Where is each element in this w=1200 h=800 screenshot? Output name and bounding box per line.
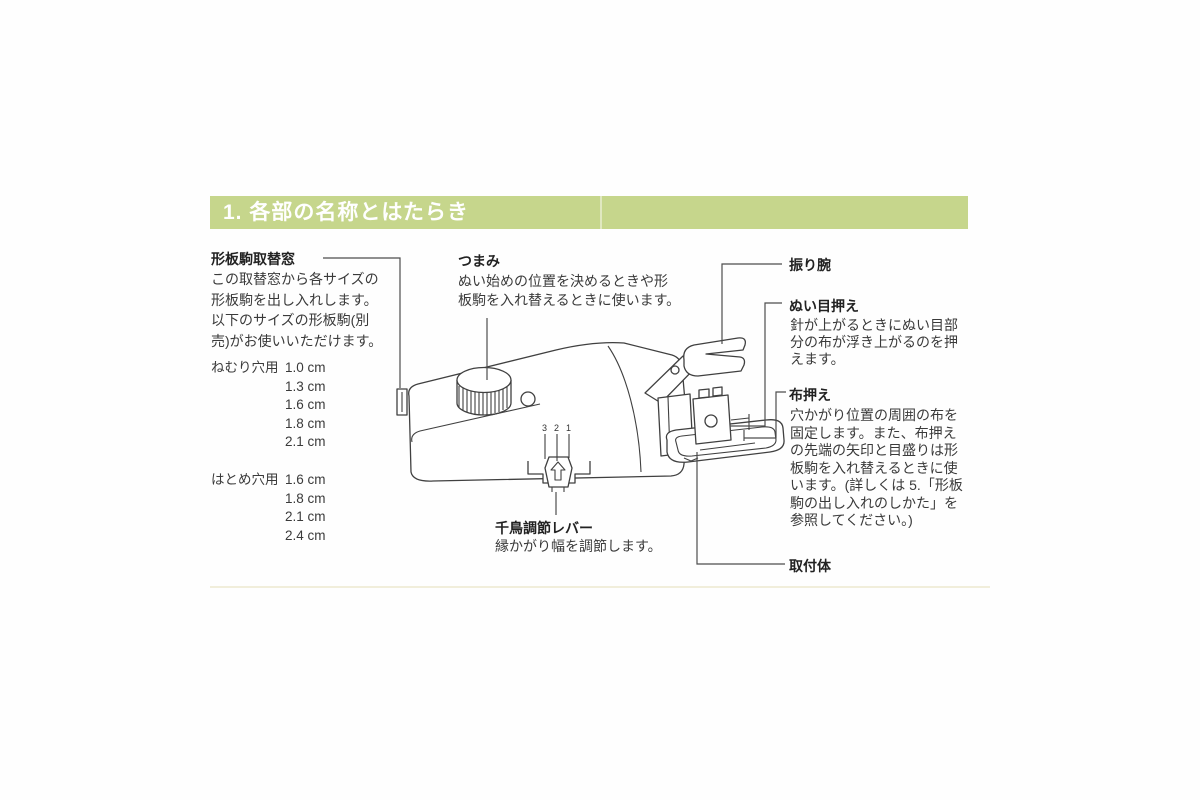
stitch-presser-tab-left xyxy=(698,388,710,399)
scale-ticks xyxy=(544,434,570,461)
size-value: 2.4 cm xyxy=(285,527,326,543)
leader-mounting-body xyxy=(696,452,785,565)
page-bottom-rule xyxy=(210,586,990,588)
needle-clamp-detail xyxy=(683,414,750,462)
size-row: 1.3 cm xyxy=(211,378,326,397)
scale-number-3: 3 xyxy=(542,423,547,433)
size-row: 1.8 cm xyxy=(211,415,326,434)
leader-swing-arm xyxy=(721,263,782,344)
size-row: 1.8 cm xyxy=(211,490,326,509)
leader-stitch-presser xyxy=(730,302,782,427)
template-window-description: この取替窓から各サイズの 形板駒を出し入れします。 以下のサイズの形板駒(別 売… xyxy=(211,271,383,349)
zigzag-lever xyxy=(544,456,573,488)
fabric-presser-description: 穴かがり位置の周囲の布を 固定します。また、布押え の先端の矢印と目盛りは形 板… xyxy=(790,407,963,528)
size-value: 2.1 cm xyxy=(285,434,326,449)
size-value: 1.6 cm xyxy=(285,397,326,412)
header-divider xyxy=(600,196,602,229)
size-row: 2.4 cm xyxy=(211,527,326,546)
device-body-edge xyxy=(607,345,642,473)
scale-number-2: 2 xyxy=(554,423,559,433)
size-row: はとめ穴用 1.6 cm xyxy=(211,471,326,490)
slit-size-list: ねむり穴用 1.0 cm 1.3 cm 1.6 cm 1.8 cm 2.1 cm xyxy=(211,359,326,452)
stitch-presser-label: ぬい目押え xyxy=(789,298,859,314)
fabric-presser-slot xyxy=(699,442,756,451)
screw-hole xyxy=(520,391,536,407)
knob-description: ぬい始めの位置を決めるときや形 板駒を入れ替えるときに使います。 xyxy=(458,273,681,308)
mounting-body-label: 取付体 xyxy=(789,558,831,574)
scale-number-1: 1 xyxy=(566,423,571,433)
size-row: 2.1 cm xyxy=(211,508,326,527)
size-value: 2.1 cm xyxy=(285,509,326,524)
size-value: 1.8 cm xyxy=(285,490,326,506)
knob-ribs xyxy=(458,386,508,415)
size-row: 1.6 cm xyxy=(211,396,326,415)
swing-arm-fork xyxy=(683,337,746,377)
section-title: 1. 各部の名称とはたらき xyxy=(223,201,469,224)
zigzag-lever-description: 縁かがり幅を調節します。 xyxy=(495,538,662,554)
stitch-presser-tab-right xyxy=(712,386,723,397)
section-header-bar: 1. 各部の名称とはたらき xyxy=(210,196,968,229)
knob-label: つまみ xyxy=(458,253,500,269)
size-value: 1.6 cm xyxy=(285,472,326,487)
slit-size-label: ねむり穴用 xyxy=(211,360,279,375)
size-value: 1.0 cm xyxy=(285,360,326,375)
template-window-label: 形板駒取替窓 xyxy=(211,251,295,267)
stitch-presser-screw xyxy=(704,414,718,428)
eyelet-size-list: はとめ穴用 1.6 cm 1.8 cm 2.1 cm 2.4 cm xyxy=(211,471,326,545)
fabric-presser-label: 布押え xyxy=(789,387,831,403)
device-top-face xyxy=(411,403,541,443)
size-value: 1.8 cm xyxy=(285,415,326,431)
fabric-presser-plate-inner xyxy=(675,426,777,457)
leader-fabric-presser xyxy=(744,391,786,439)
stitch-presser-description: 針が上がるときにぬい目部 分の布が浮き上がるのを押 えます。 xyxy=(790,317,958,367)
size-value: 1.3 cm xyxy=(285,378,326,394)
size-row: 2.1 cm xyxy=(211,433,326,452)
lever-feet xyxy=(551,487,565,492)
swing-arm-hole xyxy=(670,365,680,375)
leader-template-window xyxy=(323,257,401,388)
eyelet-size-label: はとめ穴用 xyxy=(211,472,279,487)
size-row: ねむり穴用 1.0 cm xyxy=(211,359,326,378)
lever-arrow-icon xyxy=(550,461,566,481)
swing-arm-label: 振り腕 xyxy=(789,257,831,273)
knob-top xyxy=(456,366,512,394)
zigzag-lever-label: 千鳥調節レバー xyxy=(495,520,593,536)
